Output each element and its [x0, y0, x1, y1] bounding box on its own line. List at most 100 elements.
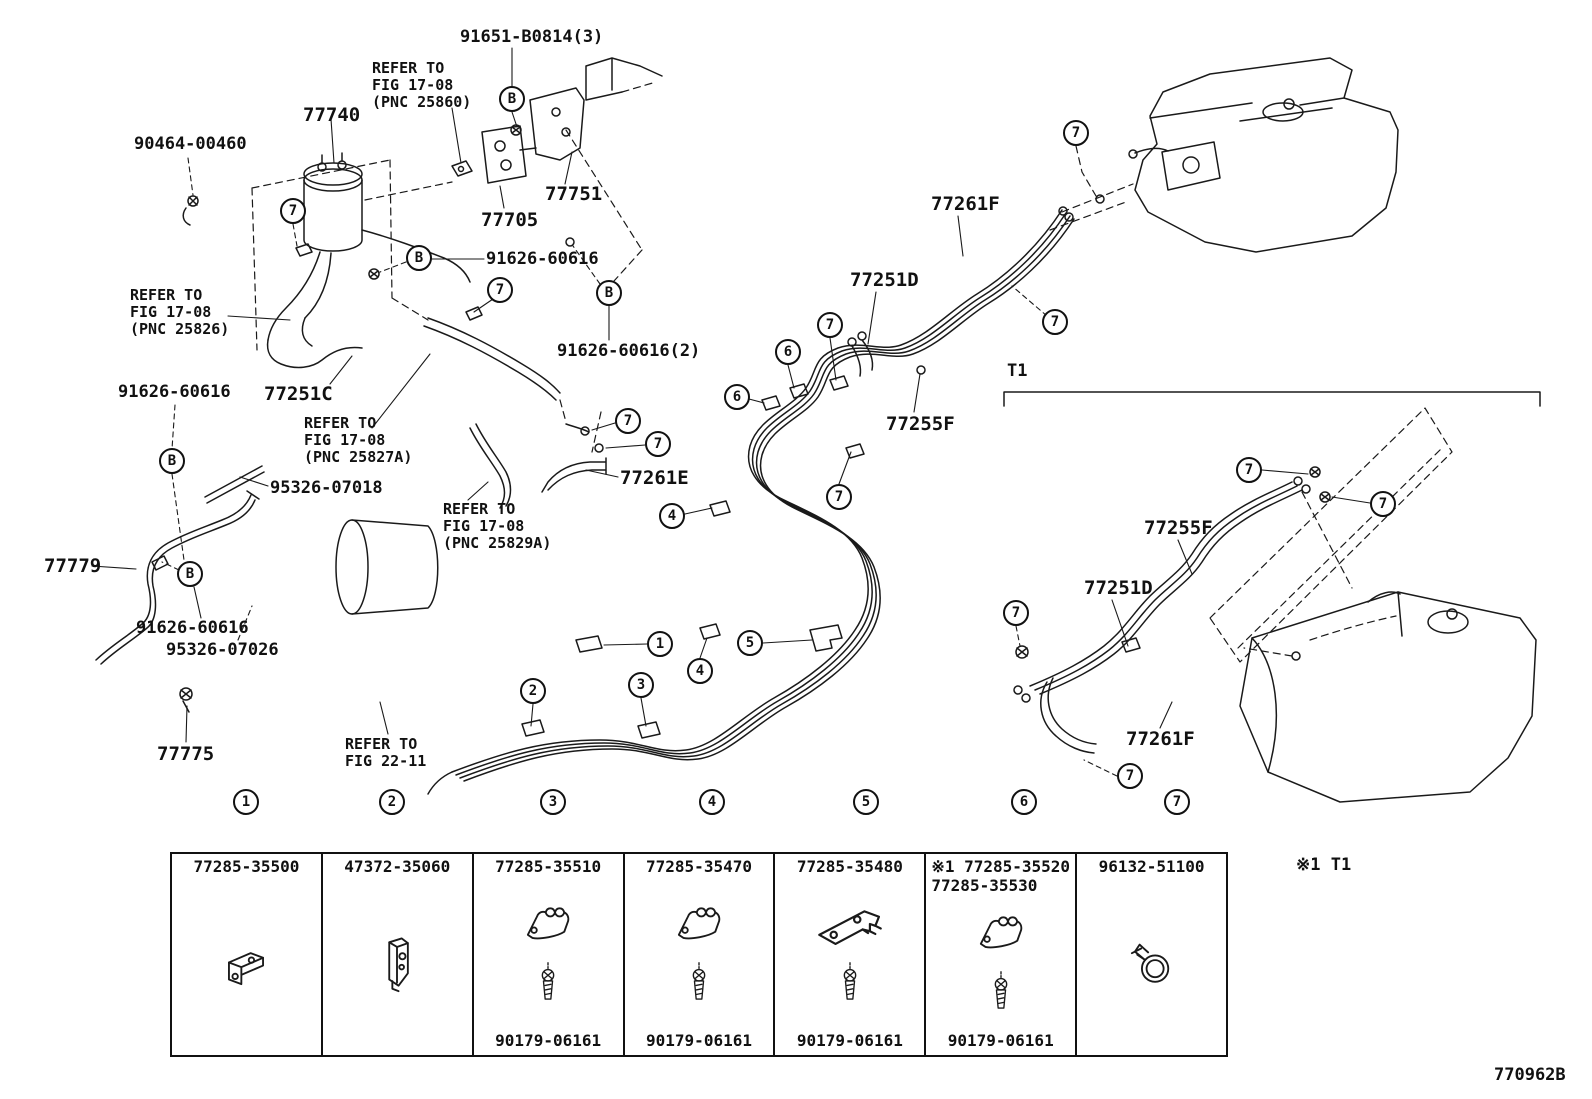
callout-1: 1 [647, 631, 673, 657]
part-77751: 77751 [545, 183, 603, 205]
part-95326-07026: 95326-07026 [166, 640, 279, 660]
legend-cell-2: 47372-35060 [323, 854, 474, 1055]
part-77261f-right: 77261F [1126, 728, 1195, 750]
legend-screw-part-numbers: 90179-06161 [948, 1031, 1054, 1052]
note-t1: ※1 T1 [1296, 855, 1352, 875]
legend-part-number: 90179-06161 [495, 1031, 602, 1050]
part-77255f-right: 77255F [1144, 517, 1213, 539]
screw-icon [984, 966, 1018, 1024]
legend-cell-4: 77285-35470 90179-06161 [625, 854, 776, 1055]
legend-screw-part-numbers: 90179-06161 [797, 1031, 903, 1052]
legend-screw-part-numbers: 90179-06161 [646, 1031, 752, 1052]
legend-part-number: ※1 77285-35520 [931, 857, 1071, 876]
callout-7: 7 [1117, 763, 1143, 789]
legend-part-numbers: 77285-35480 [797, 857, 903, 876]
part-77740: 77740 [303, 104, 361, 126]
legend-table: 77285-35500 47372-35060 77285-35510 90179-0… [170, 852, 1228, 1057]
legend-cell-3: 77285-35510 90179-06161 [474, 854, 625, 1055]
part-95326-07018: 95326-07018 [270, 478, 383, 498]
callout-7: 7 [1003, 600, 1029, 626]
t1-label: T1 [1007, 361, 1028, 381]
ref-fig-17-08-pnc25829a: REFER TO FIG 17-08 (PNC 25829A) [443, 500, 552, 552]
ref-fig-17-08-pnc25827a: REFER TO FIG 17-08 (PNC 25827A) [304, 414, 413, 466]
ref-fig-17-08-pnc25860: REFER TO FIG 17-08 (PNC 25860) [372, 59, 472, 111]
callout-3: 3 [628, 672, 654, 698]
part-77251d-left: 77251D [850, 269, 919, 291]
part-91651-b0814: 91651-B0814(3) [460, 27, 604, 47]
pipe-clamp-icon [510, 893, 586, 955]
part-91626-60616-a: 91626-60616 [486, 249, 599, 269]
legend-part-number: 90179-06161 [796, 1031, 903, 1050]
callout-7: 7 [817, 312, 843, 338]
part-77775: 77775 [157, 743, 215, 765]
part-77251d-right: 77251D [1084, 577, 1153, 599]
legend-part-number: 77285-35530 [931, 876, 1038, 895]
part-77779: 77779 [44, 555, 102, 577]
callout-2: 2 [379, 789, 405, 815]
part-91626-60616-b: 91626-60616 [118, 382, 231, 402]
callout-7: 7 [280, 198, 306, 224]
legend-part-numbers: 77285-35470 [646, 857, 752, 876]
part-77705: 77705 [481, 209, 539, 231]
callout-7: 7 [645, 431, 671, 457]
legend-part-number: 96132-51100 [1098, 857, 1205, 876]
callout-7: 7 [1063, 120, 1089, 146]
part-90464-00460: 90464-00460 [134, 134, 247, 154]
callout-B: B [159, 448, 185, 474]
ring-clamp-icon [1114, 933, 1190, 995]
legend-part-numbers: 77285-35510 [495, 857, 601, 876]
callout-4: 4 [699, 789, 725, 815]
callout-B: B [406, 245, 432, 271]
legend-part-numbers: 77285-35500 [193, 857, 299, 876]
callout-7: 7 [1236, 457, 1262, 483]
screw-icon [531, 957, 565, 1015]
plate-bracket-icon [812, 893, 888, 955]
callout-7: 7 [615, 408, 641, 434]
legend-part-number: 77285-35500 [193, 857, 300, 876]
callout-2: 2 [520, 678, 546, 704]
pipe-clamp-icon [963, 902, 1039, 964]
legend-screw-part-numbers: 90179-06161 [495, 1031, 601, 1052]
part-91626-60616-2: 91626-60616(2) [557, 341, 701, 361]
legend-part-numbers: 47372-35060 [344, 857, 450, 876]
callout-3: 3 [540, 789, 566, 815]
l-bracket-icon [208, 933, 284, 995]
callout-1: 1 [233, 789, 259, 815]
screw-icon [682, 957, 716, 1015]
legend-part-number: 47372-35060 [344, 857, 451, 876]
legend-cell-1: 77285-35500 [172, 854, 323, 1055]
legend-part-number: 90179-06161 [646, 1031, 752, 1050]
ref-fig-17-08-pnc25826: REFER TO FIG 17-08 (PNC 25826) [130, 286, 230, 338]
screw-icon [833, 957, 867, 1015]
part-91626-60616-c: 91626-60616 [136, 618, 249, 638]
part-77261e: 77261E [620, 467, 689, 489]
pipe-clamp-icon [661, 893, 737, 955]
callout-4: 4 [687, 658, 713, 684]
callout-7: 7 [1042, 309, 1068, 335]
callout-6: 6 [1011, 789, 1037, 815]
callout-7: 7 [1164, 789, 1190, 815]
callout-5: 5 [853, 789, 879, 815]
part-77261f-left: 77261F [931, 193, 1000, 215]
callout-B: B [177, 561, 203, 587]
callout-B: B [499, 86, 525, 112]
callout-6: 6 [724, 384, 750, 410]
legend-cell-7: 96132-51100 [1077, 854, 1226, 1055]
legend-part-number: 90179-06161 [947, 1031, 1054, 1050]
callout-7: 7 [1370, 491, 1396, 517]
callout-7: 7 [826, 484, 852, 510]
callout-B: B [596, 280, 622, 306]
callout-7: 7 [487, 277, 513, 303]
legend-cell-5: 77285-35480 90179-06161 [775, 854, 927, 1055]
callout-6: 6 [775, 339, 801, 365]
part-77251c: 77251C [264, 383, 333, 405]
figure-code: 770962B [1494, 1065, 1566, 1085]
ref-fig-22-11: REFER TO FIG 22-11 [345, 735, 427, 770]
callout-5: 5 [737, 630, 763, 656]
legend-part-number: 77285-35480 [796, 857, 903, 876]
legend-part-number: 77285-35470 [646, 857, 752, 876]
